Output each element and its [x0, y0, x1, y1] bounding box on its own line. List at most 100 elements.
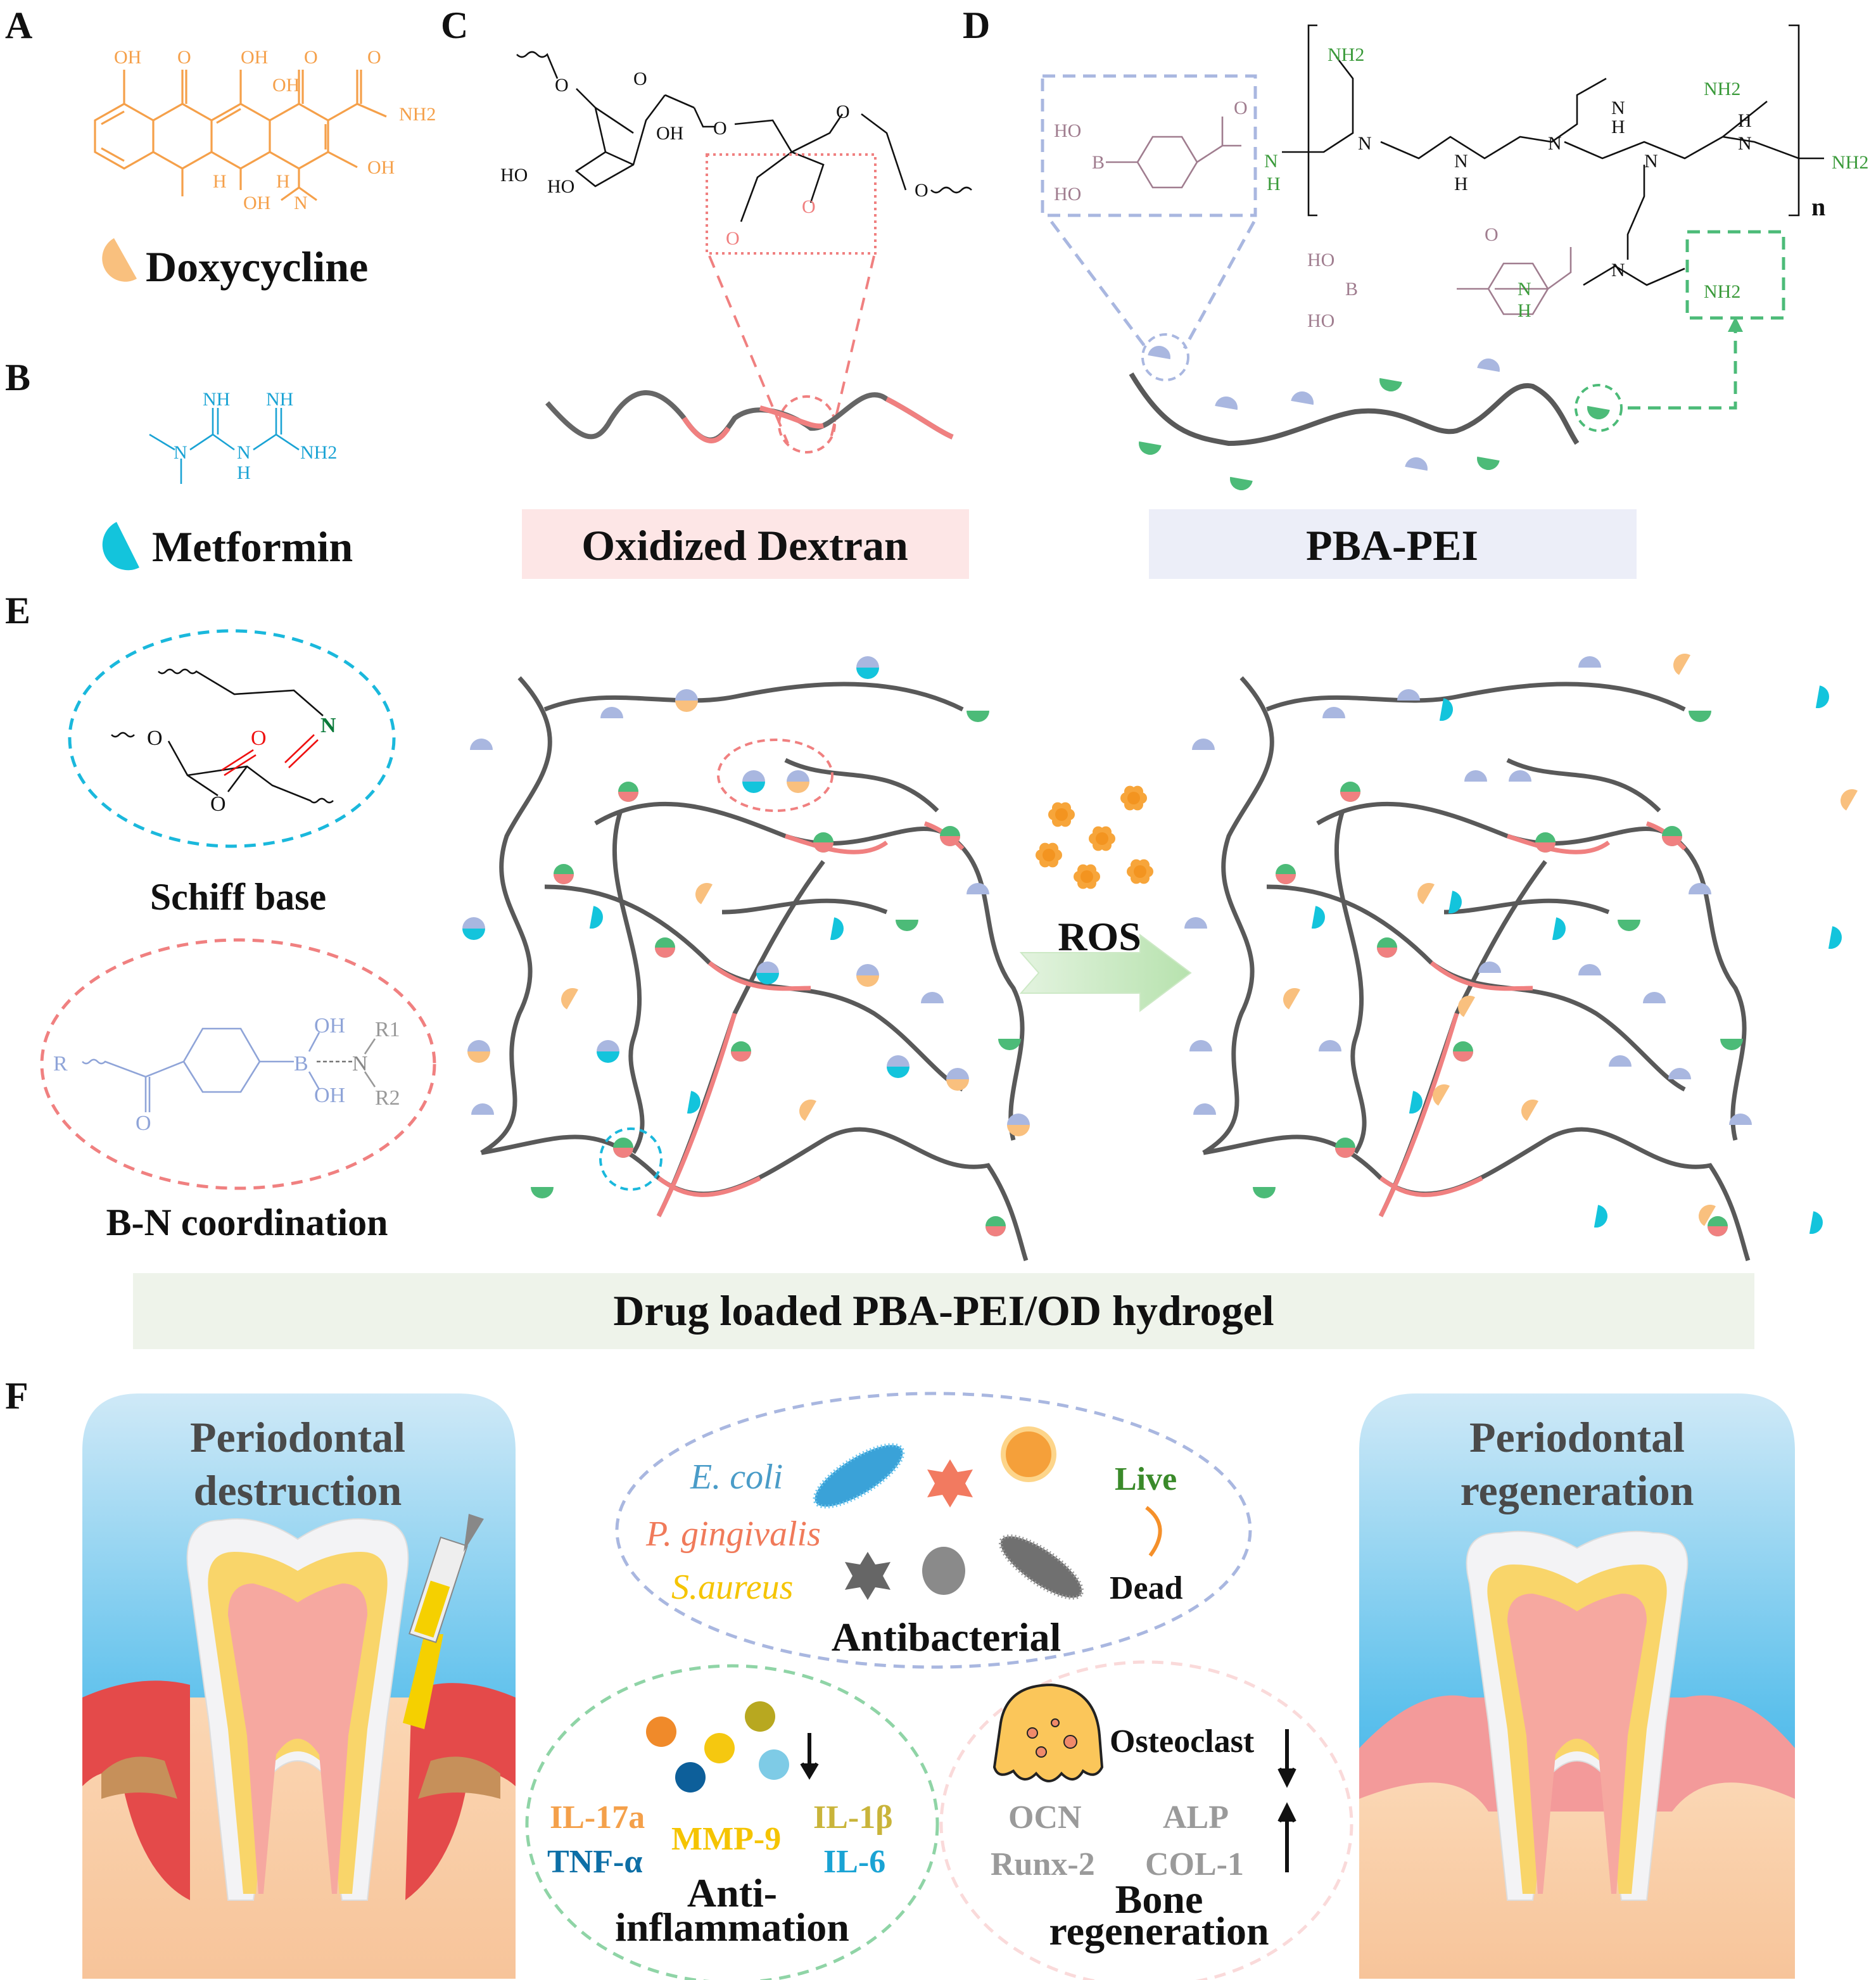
polymer-chain: [1316, 801, 1747, 1141]
pba-group-icon: [967, 883, 989, 894]
pba-doxycycline-complex-icon: [1007, 1114, 1030, 1125]
polymer-chain: [721, 898, 888, 915]
hydrogel-network-released: [1184, 654, 1876, 1262]
pba-metformin-complex-icon: [856, 656, 879, 668]
doxycycline-icon: [1283, 988, 1300, 1010]
atom: H: [213, 171, 227, 192]
bone-markers: OCN ALP Runx-2 COL-1: [991, 1799, 1244, 1882]
cytokine-down-arrow-icon: [800, 1733, 819, 1780]
doxycycline-icon: [1417, 883, 1435, 904]
bn-coordination-structure: [82, 1027, 376, 1112]
atom: H: [1738, 110, 1752, 131]
atom: OH: [241, 47, 268, 68]
network-group: [462, 656, 1030, 1262]
polymer-chain: [784, 758, 939, 813]
panel-label-e: E: [5, 590, 30, 631]
marker-label: OCN: [1008, 1799, 1082, 1836]
markers-up-arrow-icon: [1277, 1802, 1296, 1872]
atom: O: [136, 1112, 151, 1135]
released-metformin-icon: [1828, 926, 1842, 949]
released-doxycycline-icon: [1699, 1205, 1716, 1226]
dextran-label: Oxidized Dextran: [581, 521, 908, 569]
rod-bacterium-dead-icon: [998, 1534, 1084, 1600]
oxidized-dextran-chain: [707, 961, 811, 991]
pba-doxycycline-complex-icon: [467, 1040, 490, 1051]
oxidized-dextran-chain: [784, 834, 889, 854]
panel-label-a: A: [5, 4, 32, 46]
atom: OH: [114, 47, 141, 68]
polymer-chain: [543, 682, 964, 712]
atom: O: [713, 118, 727, 139]
pba-group-icon: [1319, 1040, 1341, 1051]
pba-group-icon: [1477, 359, 1500, 372]
bone-regeneration-title-line2: regeneration: [1049, 1908, 1269, 1953]
oxidized-dextran-chain: [656, 1012, 737, 1217]
pba-doxycycline-complex-icon: [856, 975, 879, 987]
released-metformin-icon: [1448, 891, 1462, 913]
amine-group-icon: [896, 920, 918, 931]
pba-pei-label: PBA-PEI: [1306, 521, 1478, 569]
atom: NH2: [300, 442, 337, 463]
atom: HO: [1307, 310, 1334, 331]
pba-group-icon: [1729, 1114, 1752, 1125]
released-doxycycline-icon: [1872, 1200, 1876, 1226]
atom: N: [174, 442, 187, 463]
atom: N: [294, 193, 308, 213]
released-metformin-icon: [1439, 698, 1453, 721]
panel-label-b: B: [5, 357, 30, 398]
schiff-crosslink-icon: [1340, 792, 1360, 802]
atom: HO: [1054, 184, 1081, 205]
dextran-atoms: O O OH O O HO HO O O O: [500, 68, 928, 249]
atom: O: [1485, 224, 1499, 245]
doxycycline-structure: [94, 70, 387, 201]
pba-group-icon: [1509, 770, 1531, 782]
atom: O: [1234, 98, 1248, 118]
pba-metformin-complex-icon: [756, 961, 779, 973]
amine-group-icon: [1139, 441, 1162, 455]
pba-zoom-circle: [1141, 333, 1189, 381]
metformin-icon: [1552, 917, 1566, 940]
hydrogel-network-loaded: [462, 656, 1030, 1262]
amine-group-icon: [1477, 456, 1500, 470]
hydrogel-label: Drug loaded PBA-PEI/OD hydrogel: [613, 1286, 1274, 1335]
live-label: Live: [1115, 1461, 1177, 1497]
atom: O: [210, 792, 226, 816]
pba-group-icon: [1578, 964, 1601, 975]
osteoclast-down-arrow-icon: [1277, 1729, 1296, 1788]
atom: N: [1264, 151, 1278, 172]
schiff-crosslink-icon: [940, 836, 960, 846]
schiff-crosslink-icon: [1276, 874, 1296, 884]
atom: H: [1611, 117, 1625, 137]
atom: O: [836, 101, 850, 122]
schiff-crosslink-icon: [1708, 1226, 1728, 1236]
pba-group-icon: [1215, 397, 1238, 410]
polymer-chain: [1265, 682, 1686, 712]
released-doxycycline-icon: [1841, 789, 1858, 811]
live-to-dead-arrow-icon: [1145, 1506, 1162, 1557]
pba-highlight-box: [1041, 74, 1257, 217]
atom: n: [1811, 193, 1825, 221]
atom: N: [1611, 98, 1625, 118]
atom: R2: [375, 1086, 400, 1110]
released-doxycycline-icon: [1433, 1084, 1450, 1106]
atom: OH: [243, 193, 270, 213]
polymer-chain: [1506, 758, 1661, 813]
released-metformin-icon: [1594, 1205, 1607, 1228]
atom: O: [367, 47, 381, 68]
atom: HO: [1307, 250, 1334, 270]
atom: N: [1358, 133, 1372, 154]
amine-group-icon: [1587, 405, 1610, 419]
pba-doxycycline-complex-icon: [946, 1079, 969, 1091]
pba-group-icon: [1668, 1068, 1691, 1079]
bacteria-ecoli: E. coli: [690, 1457, 783, 1497]
metformin-atoms: NH NH N N H NH2: [174, 389, 337, 483]
pba-doxycycline-complex-icon: [675, 701, 698, 712]
crosslink-highlight: [599, 1127, 662, 1191]
atom: H: [276, 171, 290, 192]
bacteria-saureus: S.aureus: [671, 1568, 793, 1607]
panel-label-c: C: [441, 4, 468, 46]
schiff-crosslink-icon: [554, 874, 574, 884]
zoom-lines: [708, 255, 875, 444]
dextran-chain: [545, 390, 954, 443]
schiff-crosslink-icon: [1453, 1051, 1473, 1062]
